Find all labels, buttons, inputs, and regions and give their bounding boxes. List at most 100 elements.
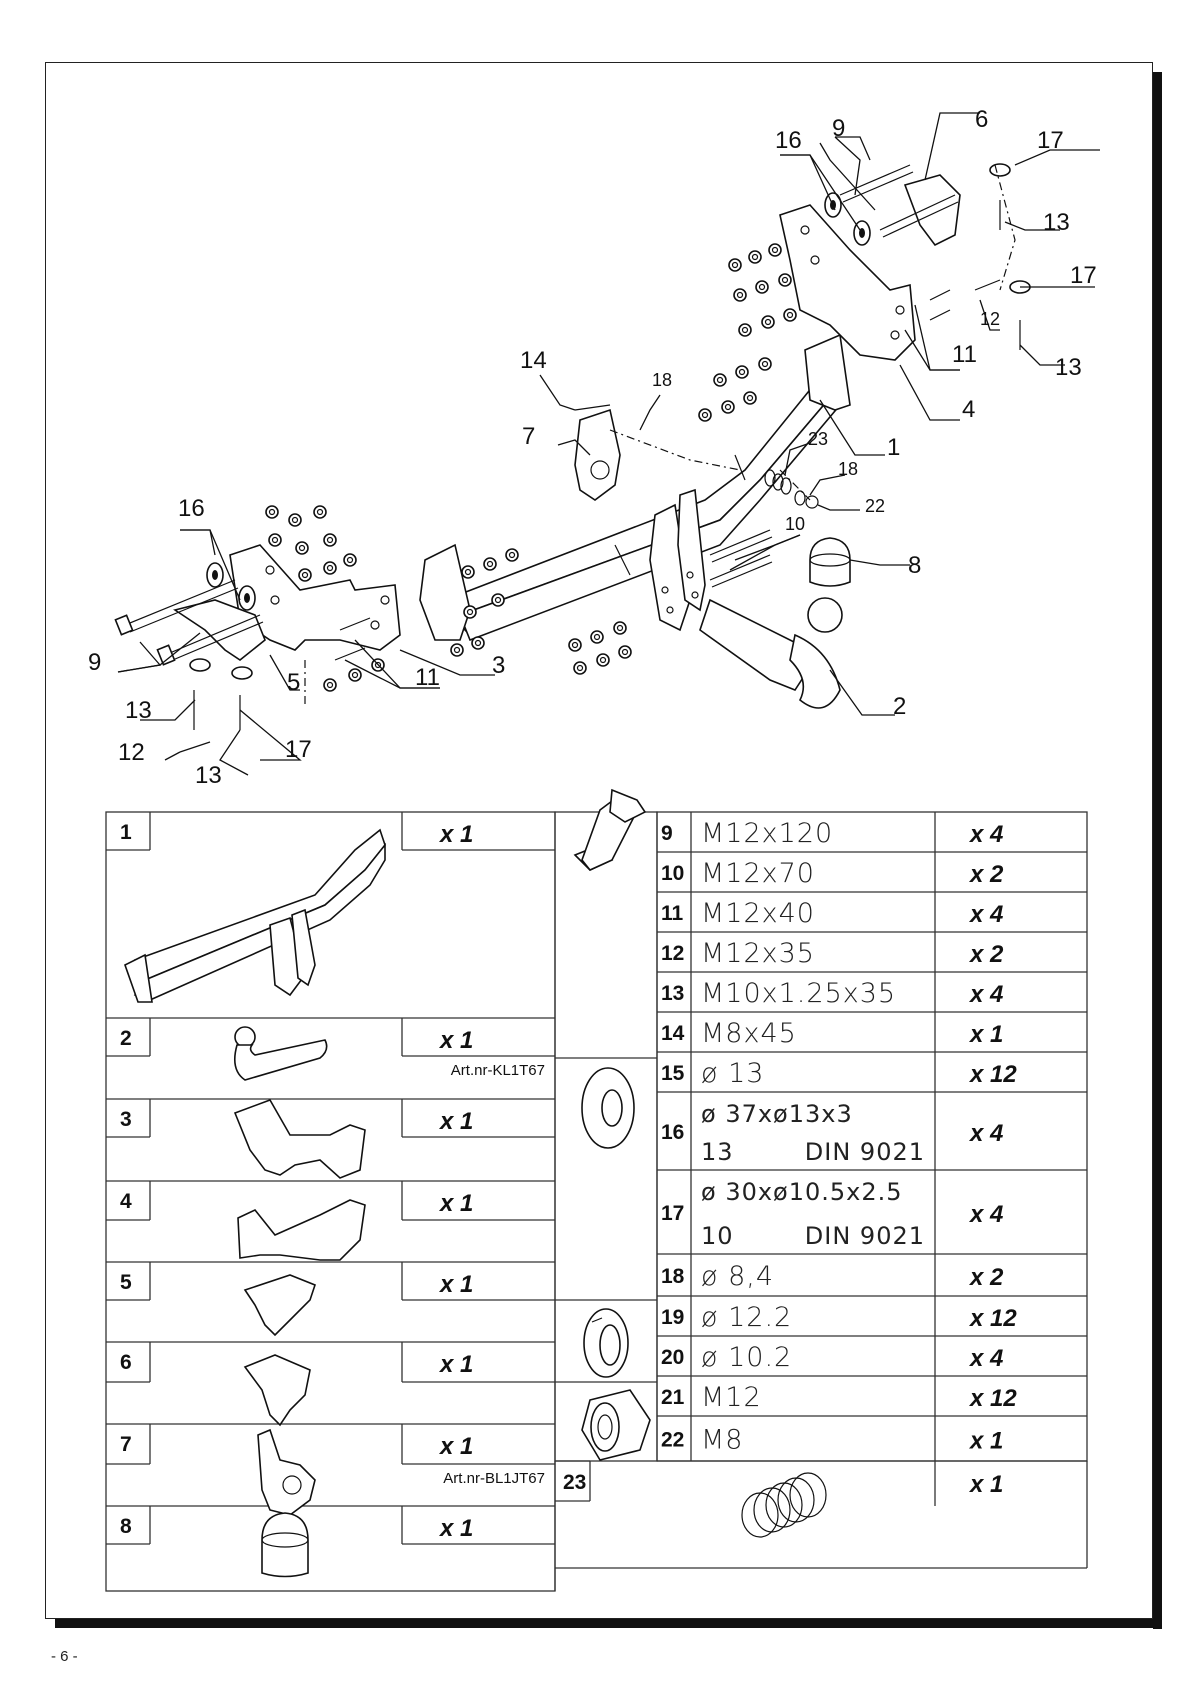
hole-25 <box>731 261 739 269</box>
hole-1 <box>291 516 299 524</box>
hole-32 <box>764 318 772 326</box>
hole-11 <box>508 551 516 559</box>
hex-nut-27 <box>768 243 782 257</box>
washer-17-0 <box>189 658 211 672</box>
washer-20 <box>590 630 604 644</box>
hex-nut-30 <box>778 273 792 287</box>
hole-31 <box>741 326 749 334</box>
hardware-number-22: 22 <box>661 1429 684 1452</box>
hardware-spec-13: M10x1.25x35 <box>701 978 896 1009</box>
washer-8 <box>343 553 357 567</box>
callout-17-right-b: 17 <box>1070 262 1097 289</box>
washer-16 <box>323 678 337 692</box>
hardware-spec-21: M12 <box>701 1382 762 1413</box>
part-5-icon <box>243 1274 316 1337</box>
hex-nut-3 <box>268 533 282 547</box>
nut-icon <box>581 1389 651 1461</box>
callout-13-left-b: 13 <box>195 762 222 789</box>
part-qty-5: x 1 <box>438 1271 473 1298</box>
side-bracket-part-4 <box>779 204 916 361</box>
washer-32 <box>761 315 775 329</box>
hex-nut-21 <box>613 621 627 635</box>
callout-2: 2 <box>893 693 906 720</box>
hardware-qty-19: x 12 <box>968 1305 1017 1332</box>
callout-12-right: 12 <box>980 309 1000 329</box>
frame-shadow-bottom <box>55 1619 1162 1628</box>
hardware-number-14: 14 <box>661 1022 685 1045</box>
spring-icon <box>741 1472 827 1538</box>
parts-table <box>105 811 1088 1592</box>
hardware-qty-12: x 2 <box>968 941 1004 968</box>
hex-nut-0 <box>265 505 279 519</box>
hardware-spec-din-17: DIN 9021 <box>805 1222 925 1250</box>
hardware-number-15: 15 <box>661 1062 685 1085</box>
hardware-number-20: 20 <box>661 1346 684 1369</box>
washer-35 <box>735 365 749 379</box>
hole-23 <box>599 656 607 664</box>
part-qty-3: x 1 <box>438 1108 473 1135</box>
part-7-icon <box>257 1428 316 1516</box>
callout-1: 1 <box>887 434 900 461</box>
hole-27 <box>771 246 779 254</box>
callout-6: 6 <box>975 106 988 133</box>
washer-34 <box>713 373 727 387</box>
hole-17 <box>351 671 359 679</box>
washer-10 <box>483 557 497 571</box>
callout-16-right: 16 <box>775 127 802 154</box>
part-6-icon <box>243 1354 311 1427</box>
washer-11 <box>505 548 519 562</box>
part-qty-6: x 1 <box>438 1351 473 1378</box>
part-8-cap-icon <box>261 1512 309 1578</box>
callout-17-left: 17 <box>285 736 312 763</box>
hole-2 <box>316 508 324 516</box>
page-number: - 6 - <box>51 1648 78 1665</box>
hole-36 <box>761 360 769 368</box>
hole-16 <box>326 681 334 689</box>
callout-13-left-a: 13 <box>125 697 152 724</box>
bolt-icon <box>573 788 647 871</box>
part-2-ball-icon <box>234 1026 328 1081</box>
part-qty-4: x 1 <box>438 1190 473 1217</box>
hardware-qty-16: x 4 <box>968 1120 1003 1147</box>
hole-13 <box>494 596 502 604</box>
washer-22 <box>573 661 587 675</box>
hole-29 <box>758 283 766 291</box>
nuts-and-washers <box>189 163 1031 692</box>
callout-13-right-a: 13 <box>1043 209 1070 236</box>
callout-14: 14 <box>520 347 547 374</box>
callout-18-top: 18 <box>652 370 672 390</box>
callout-labels: 1 2 3 4 5 6 7 8 9 9 10 11 11 12 12 13 13… <box>88 106 1097 789</box>
callout-3: 3 <box>492 652 505 679</box>
hex-nut-33 <box>783 308 797 322</box>
hardware-spec-size-17: 10 <box>701 1222 734 1250</box>
callout-4: 4 <box>962 396 975 423</box>
washer-5 <box>323 533 337 547</box>
washer-19 <box>568 638 582 652</box>
washer-23 <box>596 653 610 667</box>
washer-14 <box>450 643 464 657</box>
callout-22: 22 <box>865 496 885 516</box>
hardware-qty-14: x 1 <box>968 1021 1003 1048</box>
hardware-qty-11: x 4 <box>968 901 1003 928</box>
hardware-spec-15: ø 13 <box>701 1058 764 1089</box>
hole-9 <box>464 568 472 576</box>
washer-17-1 <box>231 666 253 680</box>
hole-24 <box>621 648 629 656</box>
large-washer-hole-3 <box>859 228 865 238</box>
hole-14 <box>453 646 461 654</box>
hardware-qty-15: x 12 <box>968 1061 1017 1088</box>
part-article-2: Art.nr-KL1T67 <box>451 1062 545 1079</box>
part-number-3: 3 <box>120 1108 132 1131</box>
hex-nut-9 <box>461 565 475 579</box>
hardware-qty-21: x 12 <box>968 1385 1017 1412</box>
washer-2 <box>313 505 327 519</box>
hole-7 <box>326 564 334 572</box>
hex-nut-39 <box>743 391 757 405</box>
hex-nut-15 <box>471 636 485 650</box>
hole-3 <box>271 536 279 544</box>
callout-9-right: 9 <box>832 115 845 142</box>
part-4-icon <box>237 1199 366 1261</box>
hole-5 <box>326 536 334 544</box>
washer-17 <box>348 668 362 682</box>
